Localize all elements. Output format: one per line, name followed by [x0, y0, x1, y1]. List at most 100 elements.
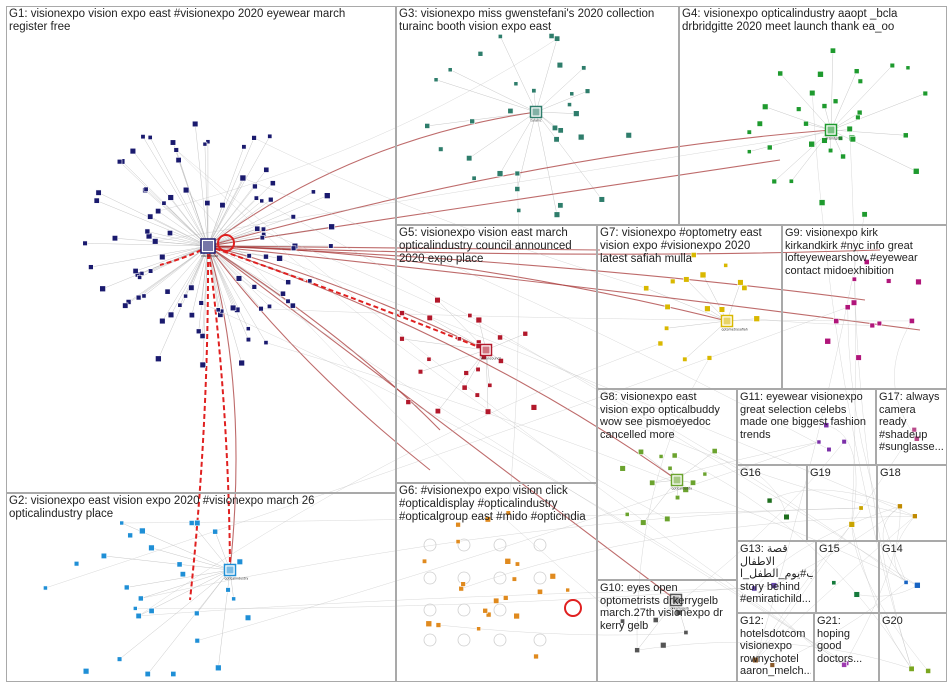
node	[497, 334, 503, 341]
node	[675, 495, 681, 501]
node	[652, 617, 659, 623]
node	[195, 328, 202, 335]
cross-edge	[207, 245, 921, 331]
edge	[461, 515, 915, 589]
edge	[851, 524, 912, 669]
node	[766, 144, 773, 151]
node	[619, 465, 626, 472]
edge	[508, 173, 520, 514]
node	[175, 157, 182, 164]
edge	[830, 129, 906, 136]
self-loop	[564, 599, 582, 617]
node	[311, 189, 316, 195]
node	[82, 668, 90, 675]
cross-edge	[207, 245, 441, 431]
hub-label: visionexpo	[201, 254, 218, 258]
edge	[714, 450, 787, 518]
group-label-g3: G3: visionexpo miss gwenstefani's 2020 c…	[399, 8, 655, 33]
edge	[207, 200, 262, 247]
node	[73, 561, 80, 567]
node	[477, 51, 484, 57]
group-box-g18: G18	[877, 465, 947, 541]
node	[553, 136, 560, 143]
node	[95, 189, 102, 196]
node	[144, 228, 151, 235]
node	[513, 81, 519, 87]
group-box-g1: G1: visionexpo vision expo east #visione…	[6, 6, 396, 493]
node	[821, 103, 828, 109]
group-box-g20: G20	[879, 613, 947, 682]
node	[460, 581, 466, 587]
node	[167, 230, 173, 237]
edge	[90, 245, 209, 268]
edge	[121, 507, 862, 524]
edge	[755, 429, 915, 661]
node	[116, 656, 123, 662]
hub-node-fill	[482, 346, 490, 354]
node	[122, 302, 129, 309]
node	[841, 439, 847, 445]
node	[199, 361, 206, 369]
node	[173, 147, 179, 153]
node	[667, 465, 673, 471]
edge	[652, 441, 819, 483]
edge	[499, 111, 537, 174]
node	[269, 180, 276, 187]
node	[167, 194, 174, 201]
node	[549, 573, 556, 580]
node	[433, 77, 439, 83]
edge-layer	[45, 36, 929, 675]
group-box-g7: G7: visionexpo #optometry east vision ex…	[597, 225, 782, 389]
cross-edge	[207, 245, 601, 251]
group-label-g2: G2: visionexpo east vision expo 2020 #vi…	[9, 495, 315, 520]
node	[159, 317, 166, 325]
hub-label: visioncouncil	[481, 357, 502, 361]
edge	[102, 245, 209, 289]
node	[664, 325, 670, 331]
edge	[535, 67, 584, 113]
group-label-g12: G12: hotelsdotcom visionexpo rownychotel…	[740, 615, 811, 677]
node	[438, 146, 444, 152]
node	[922, 90, 928, 97]
self-loop	[493, 571, 507, 585]
group-box-g5: G5: visionexpo vision east march optical…	[396, 225, 597, 483]
node	[93, 197, 100, 204]
group-label-g7: G7: visionexpo #optometry east vision ex…	[600, 227, 762, 265]
edge	[830, 50, 834, 131]
hub-node-fill	[723, 317, 731, 325]
edge	[207, 169, 267, 247]
self-loop	[457, 603, 471, 617]
group-label-g15: G15	[819, 543, 840, 555]
edge	[145, 189, 209, 247]
edge	[140, 507, 862, 599]
edge	[830, 129, 917, 172]
hub-label: optometrysafiah	[722, 328, 748, 332]
edge	[756, 318, 873, 326]
node	[474, 392, 480, 398]
node	[783, 513, 790, 521]
node	[493, 597, 500, 604]
edge	[755, 516, 915, 661]
edge	[207, 191, 314, 247]
edge	[103, 555, 231, 571]
edge	[535, 111, 603, 200]
edge	[158, 210, 209, 247]
edge	[45, 307, 848, 589]
group-box-g8: G8: visionexpo east vision expo opticalb…	[597, 389, 737, 580]
node	[116, 159, 123, 165]
edge	[207, 245, 238, 310]
node	[620, 618, 625, 624]
node	[285, 298, 291, 304]
node	[259, 235, 265, 241]
node	[140, 134, 146, 140]
edge	[279, 258, 915, 517]
node	[660, 642, 667, 649]
edge	[207, 245, 249, 340]
node	[711, 448, 718, 454]
edge	[830, 65, 893, 131]
edge	[535, 111, 558, 215]
node	[497, 34, 503, 39]
group-label-g19: G19	[810, 467, 831, 479]
node	[487, 382, 493, 388]
edge	[726, 282, 741, 322]
